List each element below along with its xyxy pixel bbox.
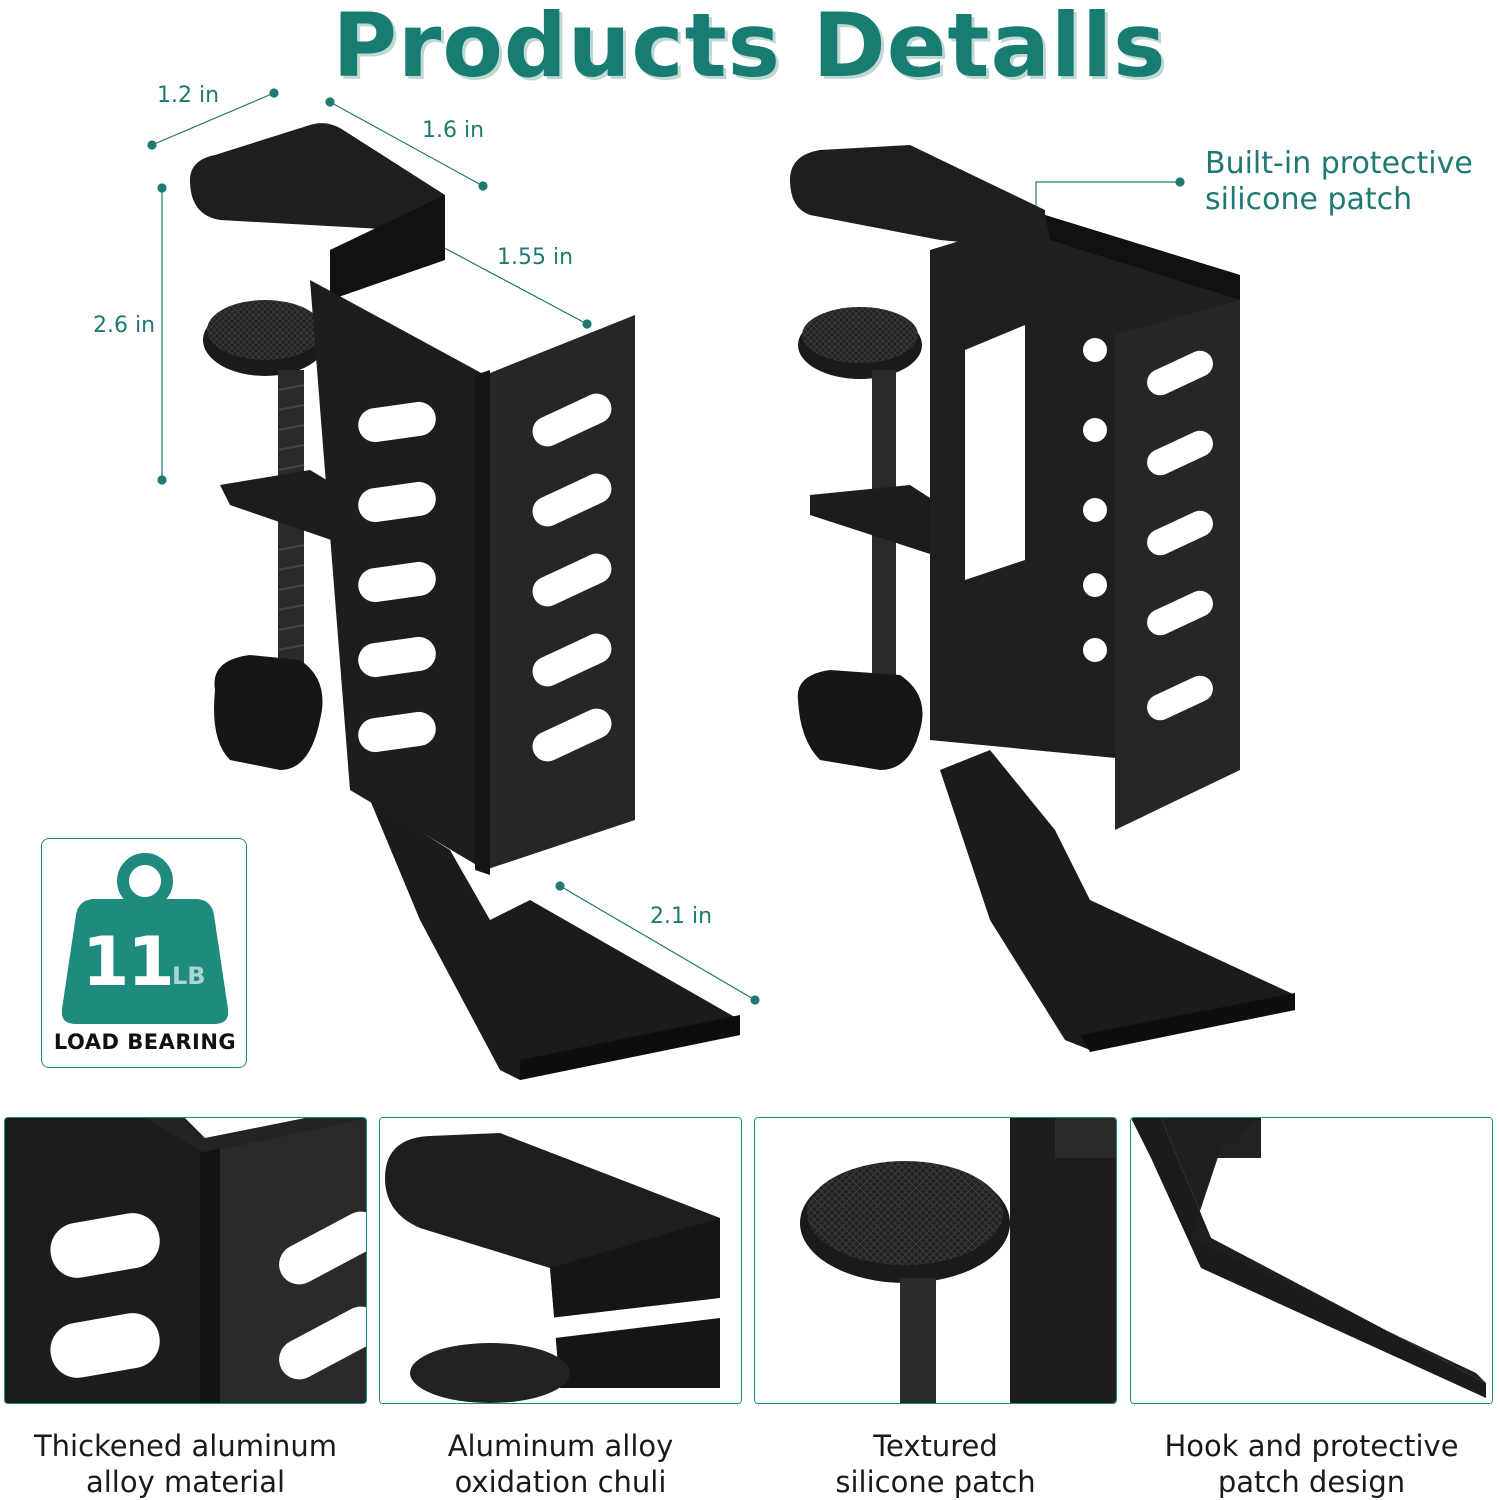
caption-material-line-1: Thickened aluminum bbox=[33, 1429, 338, 1463]
caption-silicone: Textured silicone patch bbox=[754, 1428, 1117, 1500]
caption-hook-line-2: patch design bbox=[1217, 1465, 1406, 1499]
caption-oxidation-line-1: Aluminum alloy bbox=[447, 1429, 674, 1463]
dimension-width-side: 1.55 in bbox=[497, 245, 574, 270]
load-unit: LB bbox=[172, 962, 206, 990]
silicone-patch-callout: Built-in protective silicone patch bbox=[1205, 146, 1473, 218]
dimension-width-top: 1.2 in bbox=[157, 83, 220, 108]
top-plate-closeup-image bbox=[380, 1118, 741, 1403]
caption-material: Thickened aluminum alloy material bbox=[4, 1428, 367, 1500]
load-bearing-badge: 11 LB LOAD BEARING bbox=[41, 838, 247, 1068]
knob-closeup-image bbox=[755, 1118, 1116, 1403]
caption-material-line-2: alloy material bbox=[85, 1465, 286, 1499]
caption-hook: Hook and protective patch design bbox=[1130, 1428, 1493, 1500]
callout-line-1: Built-in protective bbox=[1205, 146, 1473, 181]
detail-panel-oxidation bbox=[379, 1117, 742, 1404]
caption-oxidation: Aluminum alloy oxidation chuli bbox=[379, 1428, 742, 1500]
caption-silicone-line-1: Textured bbox=[873, 1429, 998, 1463]
dimension-height: 2.6 in bbox=[93, 313, 156, 338]
detail-panel-silicone bbox=[754, 1117, 1117, 1404]
dimension-depth-top: 1.6 in bbox=[422, 118, 485, 143]
load-number: 11 bbox=[82, 923, 175, 1002]
callout-line-2: silicone patch bbox=[1205, 182, 1413, 217]
page-title: Products Detalls bbox=[332, 0, 1167, 97]
detail-panel-material bbox=[4, 1117, 367, 1404]
caption-hook-line-1: Hook and protective bbox=[1164, 1429, 1459, 1463]
product-image-side bbox=[790, 145, 1295, 1052]
hook-closeup-image bbox=[1131, 1118, 1492, 1403]
product-image-front bbox=[190, 123, 740, 1080]
weight-icon bbox=[62, 853, 228, 1024]
dimension-hook-length: 2.1 in bbox=[650, 904, 713, 929]
material-closeup-image bbox=[5, 1118, 366, 1403]
caption-silicone-line-2: silicone patch bbox=[835, 1465, 1036, 1499]
caption-oxidation-line-2: oxidation chuli bbox=[454, 1465, 667, 1499]
load-bearing-label: LOAD BEARING bbox=[53, 1030, 237, 1054]
detail-panel-hook bbox=[1130, 1117, 1493, 1404]
